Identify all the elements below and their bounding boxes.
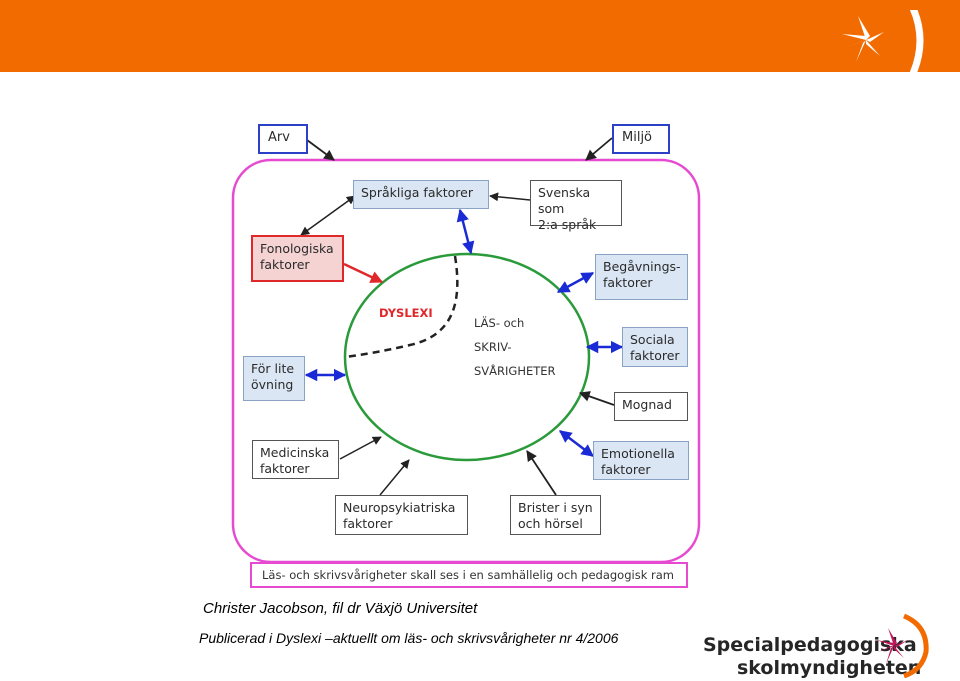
publication-caption: Publicerad i Dyslexi –aktuellt om läs- o… xyxy=(199,630,619,646)
box-begavnings: Begåvnings-faktorer xyxy=(595,254,688,300)
dyslexi-label: DYSLEXI xyxy=(379,306,433,320)
brand-name-line1: Specialpedagogiska xyxy=(703,634,917,656)
center-label-line2: SKRIV- xyxy=(474,340,512,354)
center-label-line3: SVÅRIGHETER xyxy=(474,364,556,378)
center-label-line1: LÄS- och xyxy=(474,316,525,330)
arrow-sprakliga-circle xyxy=(456,208,475,255)
arrow-brister-circle xyxy=(526,450,557,496)
arrow-begavnings-circle xyxy=(556,271,595,294)
arrow-emotionella-circle xyxy=(559,430,594,457)
bottom-note: Läs- och skrivsvårigheter skall ses i en… xyxy=(250,562,688,588)
dyslexi-boundary xyxy=(344,255,459,359)
brand-name-line2: skolmyndigheten xyxy=(737,657,922,679)
arrow-fonologiska-circle xyxy=(343,262,384,284)
arrow-arv xyxy=(306,139,335,161)
center-circle xyxy=(343,252,591,462)
arrow-sprakliga-fonologiska xyxy=(300,195,356,236)
star-flower-icon xyxy=(842,10,924,72)
box-miljo: Miljö xyxy=(612,124,670,154)
star-flower-icon xyxy=(876,613,929,678)
arrow-medicinska-circle xyxy=(339,436,382,460)
arrow-miljo xyxy=(585,137,613,161)
box-sprakliga: Språkliga faktorer xyxy=(353,180,489,209)
arrow-neuro-circle xyxy=(379,459,410,496)
header-bar xyxy=(0,0,960,72)
box-mognad: Mognad xyxy=(614,392,688,421)
author-caption: Christer Jacobson, fil dr Växjö Universi… xyxy=(203,600,478,617)
box-arv: Arv xyxy=(258,124,308,154)
arrow-mognad-circle xyxy=(578,391,615,406)
arrow-svenska-sprakliga xyxy=(489,192,531,202)
